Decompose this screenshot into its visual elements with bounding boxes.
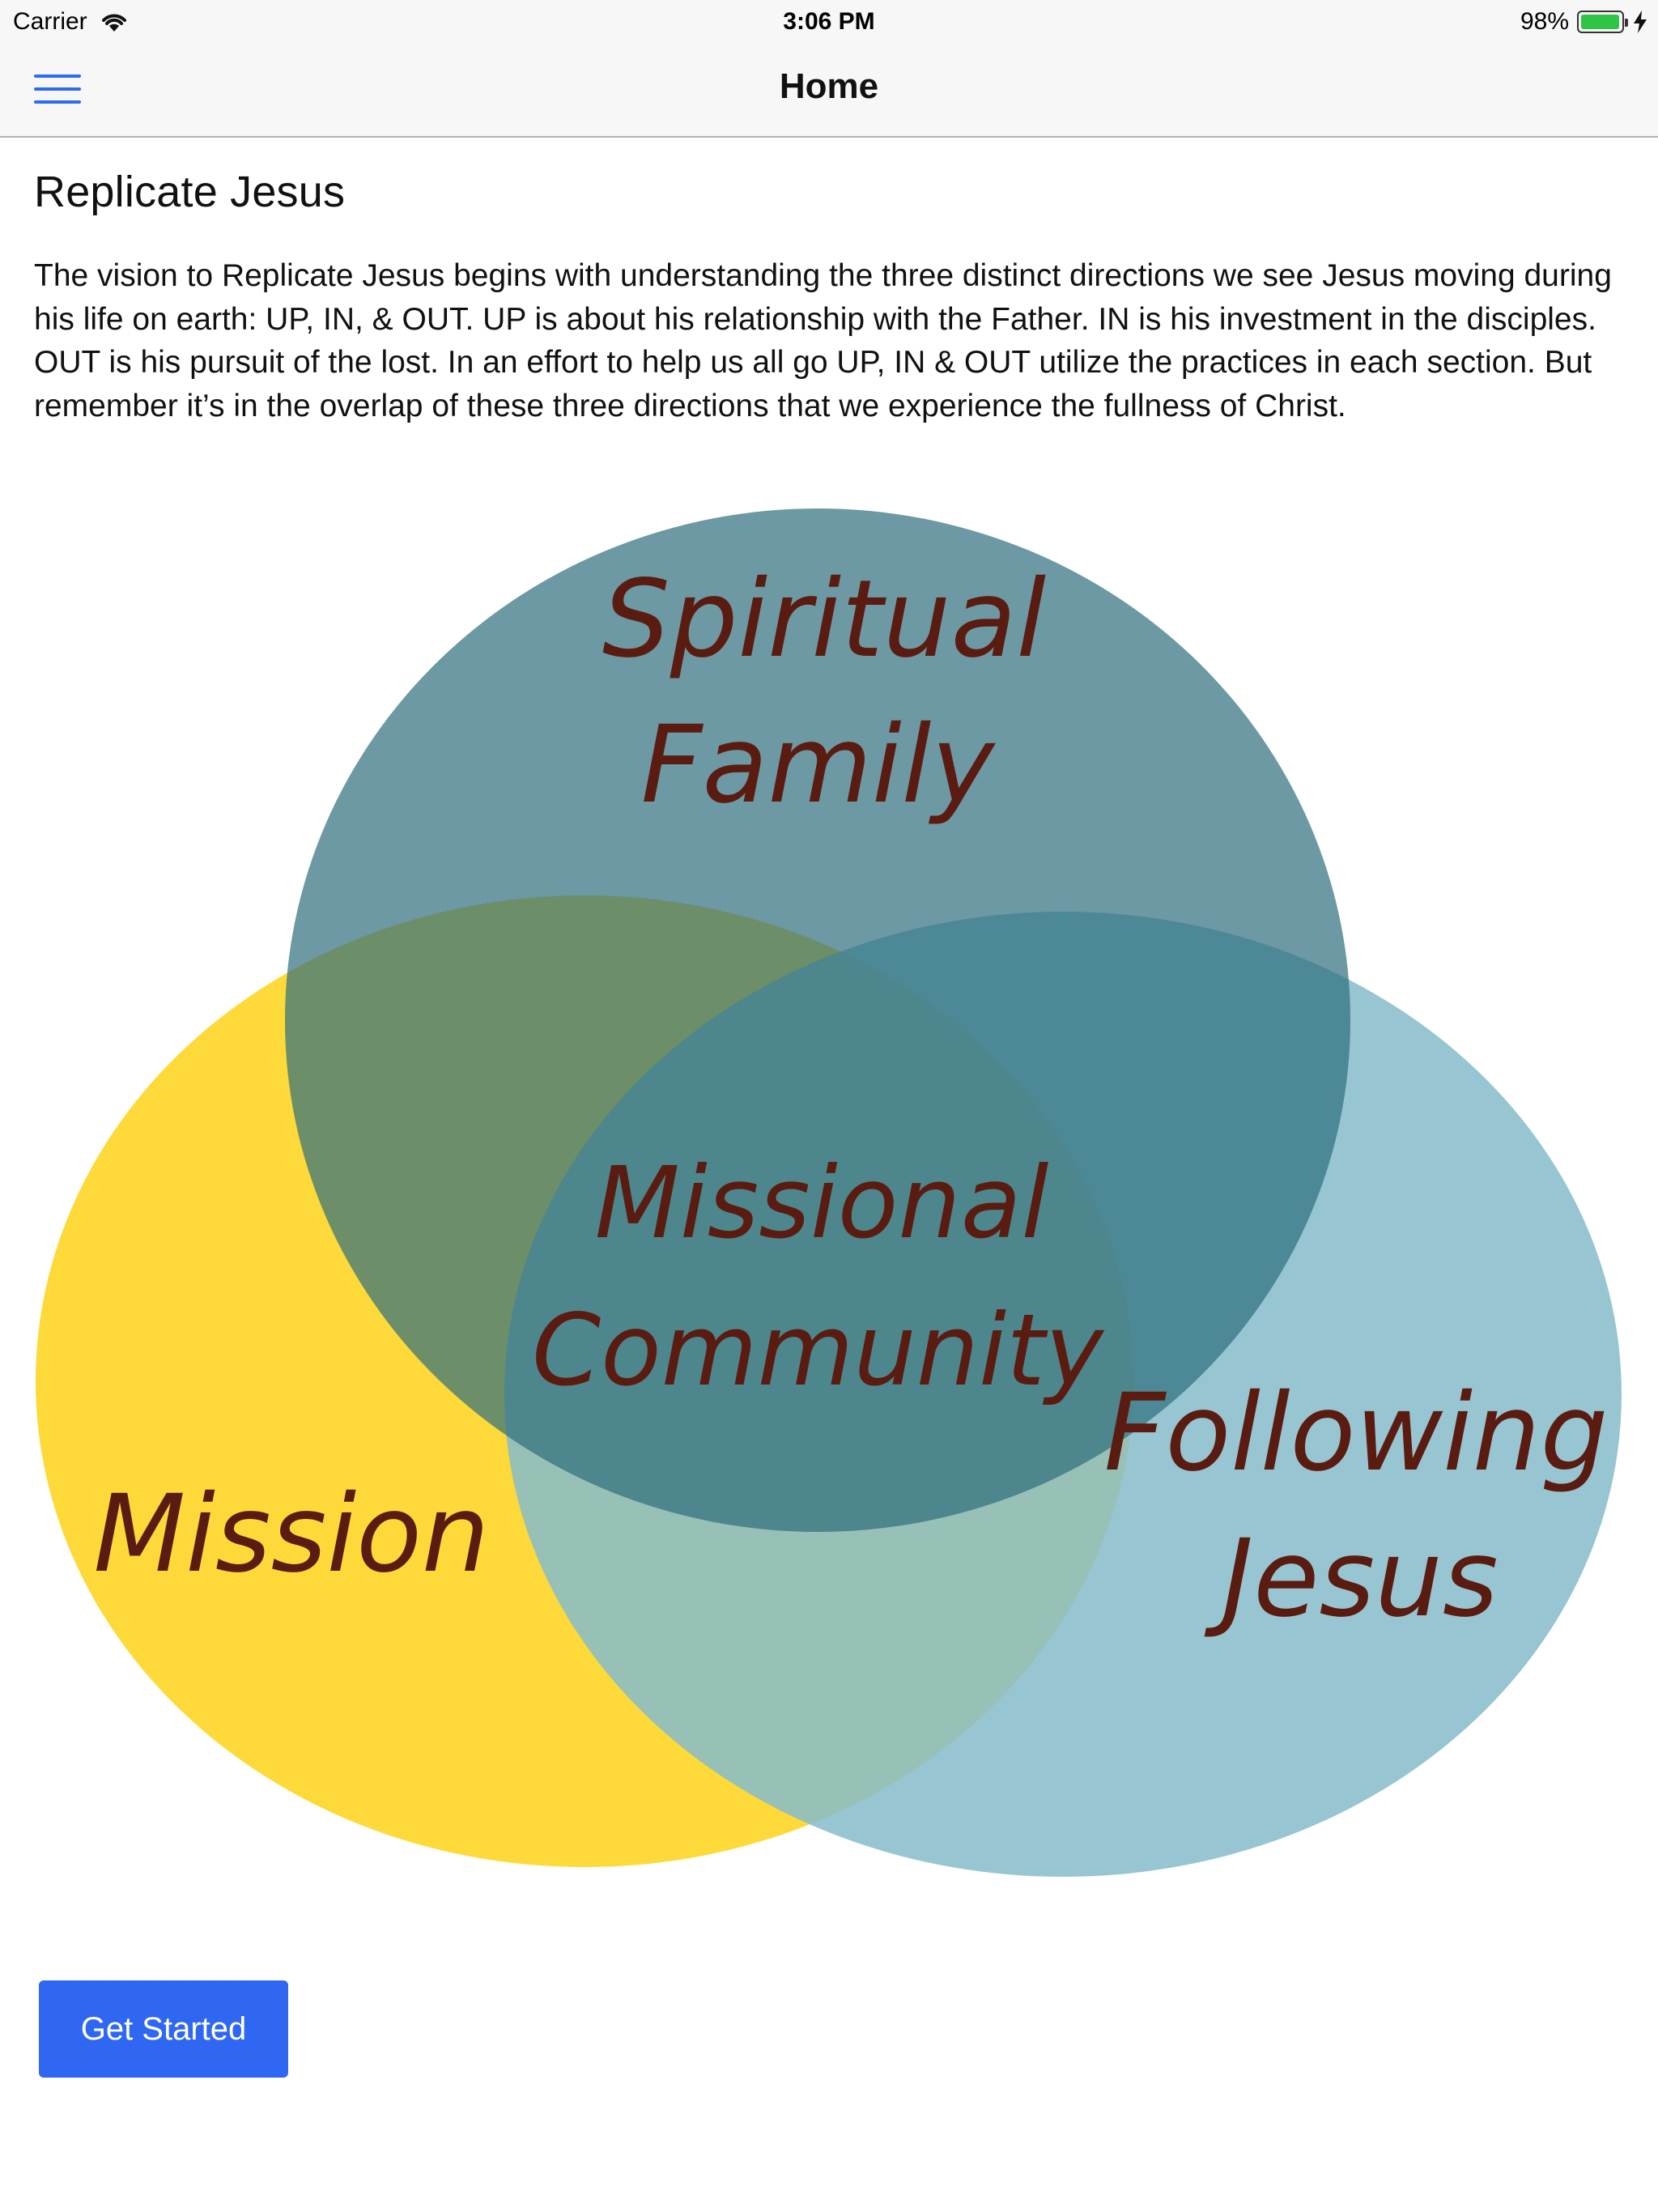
status-time: 3:06 PM [783, 8, 875, 35]
label-family: Family [641, 703, 997, 827]
venn-diagram: Spiritual Family Missional Community Mis… [36, 508, 1622, 1877]
label-missional: Missional [595, 1146, 1049, 1261]
label-jesus: Jesus [1204, 1516, 1498, 1641]
charging-bolt-icon [1634, 11, 1647, 33]
battery-percent: 98% [1520, 8, 1569, 35]
hamburger-menu-icon[interactable] [34, 73, 83, 108]
get-started-button[interactable]: Get Started [39, 1980, 288, 2078]
navigation-bar: Home [0, 45, 1658, 138]
status-bar: Carrier 3:06 PM 98% [0, 0, 1658, 45]
status-left: Carrier [13, 8, 130, 36]
main-content: Replicate Jesus The vision to Replicate … [34, 138, 1624, 428]
page-title: Replicate Jesus [34, 168, 346, 216]
battery-icon [1577, 11, 1628, 33]
circle-spiritual-family [285, 508, 1350, 1532]
battery-fill [1581, 15, 1620, 29]
status-right: 98% [1520, 8, 1647, 36]
label-mission: Mission [93, 1472, 489, 1597]
label-spiritual: Spiritual [602, 557, 1047, 682]
carrier-label: Carrier [13, 8, 87, 35]
description-text: The vision to Replicate Jesus begins wit… [34, 258, 1612, 423]
label-following: Following [1104, 1371, 1609, 1495]
nav-title: Home [779, 66, 879, 106]
label-community: Community [532, 1293, 1105, 1408]
wifi-icon [101, 14, 126, 32]
